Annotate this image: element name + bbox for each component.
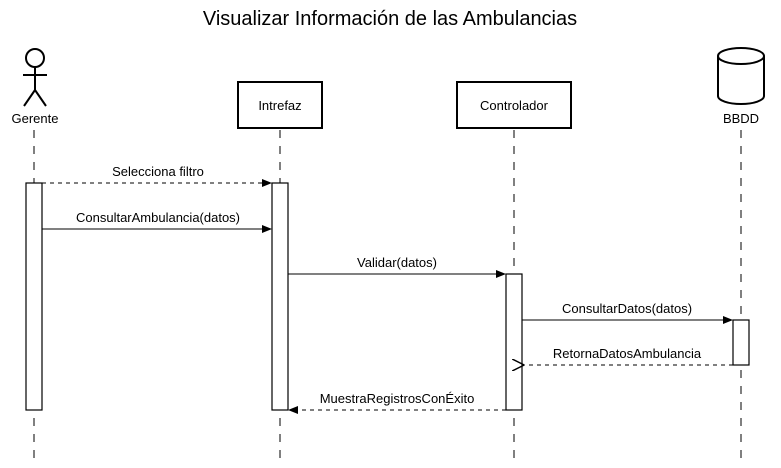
message-label-validar: Validar(datos) (357, 255, 437, 270)
participant-interfaz-label: Intrefaz (258, 98, 301, 113)
participant-controlador-label: Controlador (480, 98, 549, 113)
message-label-selecciona-filtro: Selecciona filtro (112, 164, 204, 179)
message-label-consultar-datos: ConsultarDatos(datos) (562, 301, 692, 316)
message-label-retorna-datos: RetornaDatosAmbulancia (553, 346, 702, 361)
activation-interfaz (271, 182, 289, 411)
diagram-title: Visualizar Información de las Ambulancia… (203, 8, 577, 30)
participant-interfaz-box (237, 81, 323, 129)
actor-label: Gerente (12, 111, 59, 126)
database-icon (717, 47, 765, 105)
message-label-muestra-registros: MuestraRegistrosConÉxito (320, 391, 475, 406)
activation-controlador (505, 273, 523, 411)
actor-leg-right (34, 89, 47, 107)
message-label-consultar-ambulancia: ConsultarAmbulancia(datos) (76, 210, 240, 225)
actor-leg-left (23, 89, 36, 107)
participant-controlador-box (456, 81, 572, 129)
actor-head (25, 48, 45, 68)
actor-gerente (23, 48, 47, 107)
activation-bbdd (732, 319, 750, 366)
activation-gerente (25, 182, 43, 411)
participant-bbdd-label: BBDD (723, 111, 759, 126)
